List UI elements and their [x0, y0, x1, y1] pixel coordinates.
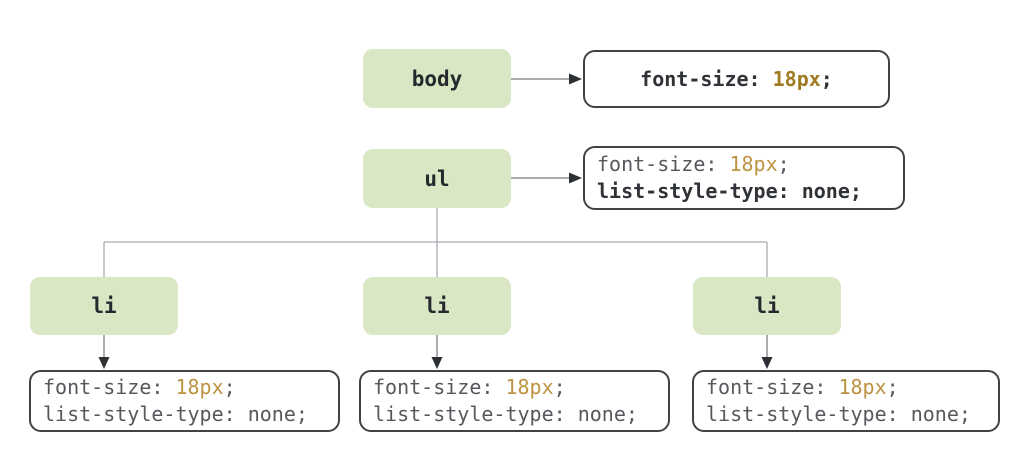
css-declaration-inherited: font-size: 18px; [597, 151, 891, 178]
node-li-2-label: li [424, 294, 450, 318]
li-1-style-note: font-size: 18px; list-style-type: none; [29, 370, 340, 432]
tree-edges [103, 208, 768, 277]
node-li-1: li [30, 277, 178, 335]
arrowhead-li1-note [98, 357, 110, 369]
css-property: font-size: [706, 375, 839, 399]
css-value: 18px [175, 375, 224, 399]
css-declaration-applied: list-style-type: none; [597, 179, 862, 203]
css-value: 18px [772, 66, 821, 91]
css-semicolon: ; [777, 152, 790, 176]
node-body-label: body [411, 66, 463, 91]
node-li-1-label: li [91, 294, 117, 318]
css-value: 18px [838, 375, 887, 399]
arrowhead-li3-note [761, 357, 773, 369]
node-li-3: li [693, 277, 841, 335]
li-2-style-note: font-size: 18px; list-style-type: none; [359, 370, 670, 432]
note-arrow-lines [103, 78, 768, 357]
node-ul-label: ul [424, 166, 450, 191]
css-semicolon: ; [820, 66, 833, 91]
css-value: 18px [729, 152, 778, 176]
css-declaration-inherited: font-size: 18px; [706, 374, 986, 401]
body-style-note: font-size: 18px; [583, 50, 890, 108]
css-declaration-inherited: font-size: 18px; [373, 374, 656, 401]
arrowheads [98, 73, 773, 369]
arrowhead-ul-note [569, 172, 582, 184]
css-semicolon: ; [886, 375, 899, 399]
css-value: 18px [505, 375, 554, 399]
ul-style-note: font-size: 18px; list-style-type: none; [583, 146, 905, 210]
css-declaration-inherited: list-style-type: none; [706, 402, 971, 426]
node-li-2: li [363, 277, 511, 335]
css-semicolon: ; [553, 375, 566, 399]
css-declaration-applied: font-size: 18px; [640, 66, 833, 93]
css-declaration-inherited: list-style-type: none; [373, 402, 638, 426]
css-property: font-size: [640, 66, 773, 91]
css-semicolon: ; [223, 375, 236, 399]
css-declaration-inherited: list-style-type: none; [43, 402, 308, 426]
css-property: font-size: [597, 152, 730, 176]
css-property: font-size: [373, 375, 506, 399]
li-3-style-note: font-size: 18px; list-style-type: none; [692, 370, 1000, 432]
node-ul: ul [363, 149, 511, 208]
css-property: font-size: [43, 375, 176, 399]
arrowhead-body-note [569, 73, 582, 85]
node-li-3-label: li [754, 294, 780, 318]
arrowhead-li2-note [431, 357, 443, 369]
node-body: body [363, 49, 511, 108]
css-declaration-inherited: font-size: 18px; [43, 374, 326, 401]
